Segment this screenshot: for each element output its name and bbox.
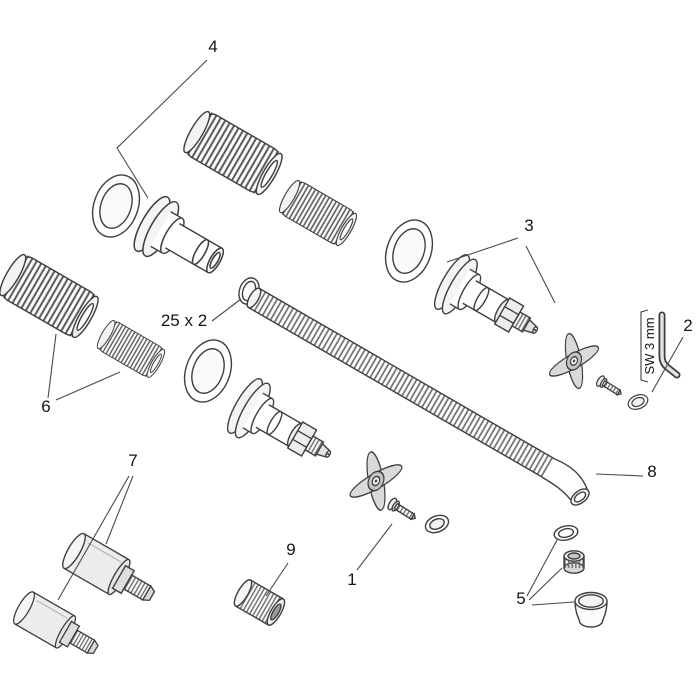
- leader-4: [116, 59, 208, 199]
- leader-7a: [105, 475, 134, 545]
- valve-body-right: [428, 249, 553, 359]
- cartridge-lower: [9, 588, 106, 666]
- callout-5-label: 5: [516, 589, 525, 608]
- part-2-screw-cap-hexkey: [594, 309, 681, 413]
- callout-4-label: 4: [208, 37, 217, 56]
- dimension-bracket: [640, 309, 649, 383]
- part-6-extension-sleeves: [0, 250, 169, 381]
- leader-6a: [47, 333, 57, 399]
- escutcheon-ring-lower: [175, 332, 241, 410]
- leader-lines: [47, 59, 684, 606]
- leader-3b: [525, 245, 556, 304]
- handle-screw-right: [594, 374, 625, 400]
- part-8-spout: [246, 287, 590, 506]
- callout-labels: 1 2 3 4 5 6 7 8 9 25 x 2 SW 3 mm: [41, 37, 692, 608]
- leader-1: [356, 523, 393, 571]
- extension-sleeve-left-large: [0, 250, 104, 342]
- part-3-valve-assembly: [376, 212, 606, 397]
- handle-cap-lower: [422, 511, 452, 537]
- callout-8-label: 8: [647, 462, 656, 481]
- cross-handle-right: [542, 325, 606, 397]
- aerator-nozzle: [574, 591, 608, 628]
- leader-8: [595, 473, 644, 477]
- aerator-insert: [563, 550, 585, 574]
- part-1-valve-assembly: [175, 332, 452, 537]
- part-4-upper-valve-assembly: [83, 107, 361, 291]
- callout-7-label: 7: [128, 451, 137, 470]
- valve-body-top: [127, 191, 236, 291]
- callout-6-label: 6: [41, 397, 50, 416]
- callout-9-label: 9: [286, 540, 295, 559]
- escutcheon-ring-right: [376, 212, 442, 290]
- leader-5c: [531, 601, 575, 606]
- leader-2: [651, 336, 684, 393]
- aerator-washer: [552, 522, 580, 544]
- part-9-adapter: [233, 579, 286, 626]
- leader-5b: [528, 567, 563, 601]
- callout-3-label: 3: [524, 216, 533, 235]
- valve-body-lower: [221, 373, 346, 483]
- handle-cap-right: [625, 391, 651, 413]
- leader-3a: [446, 237, 519, 263]
- oring-size-label: 25 x 2: [161, 311, 207, 330]
- wrench-size-label: SW 3 mm: [642, 317, 657, 374]
- leader-9: [265, 562, 289, 597]
- leader-5a: [526, 539, 558, 597]
- leader-oring: [211, 298, 242, 322]
- handle-screw-lower: [385, 496, 420, 525]
- leader-6b: [55, 371, 121, 401]
- allen-key-icon: [658, 311, 681, 379]
- extension-sleeve-left-small: [93, 317, 169, 381]
- callout-2-label: 2: [683, 316, 692, 335]
- extension-sleeve-top-left: [178, 107, 288, 199]
- part-5-aerator: [552, 522, 608, 628]
- extension-sleeve-top-right: [275, 177, 361, 249]
- callout-1-label: 1: [347, 570, 356, 589]
- leader-7b: [57, 475, 130, 601]
